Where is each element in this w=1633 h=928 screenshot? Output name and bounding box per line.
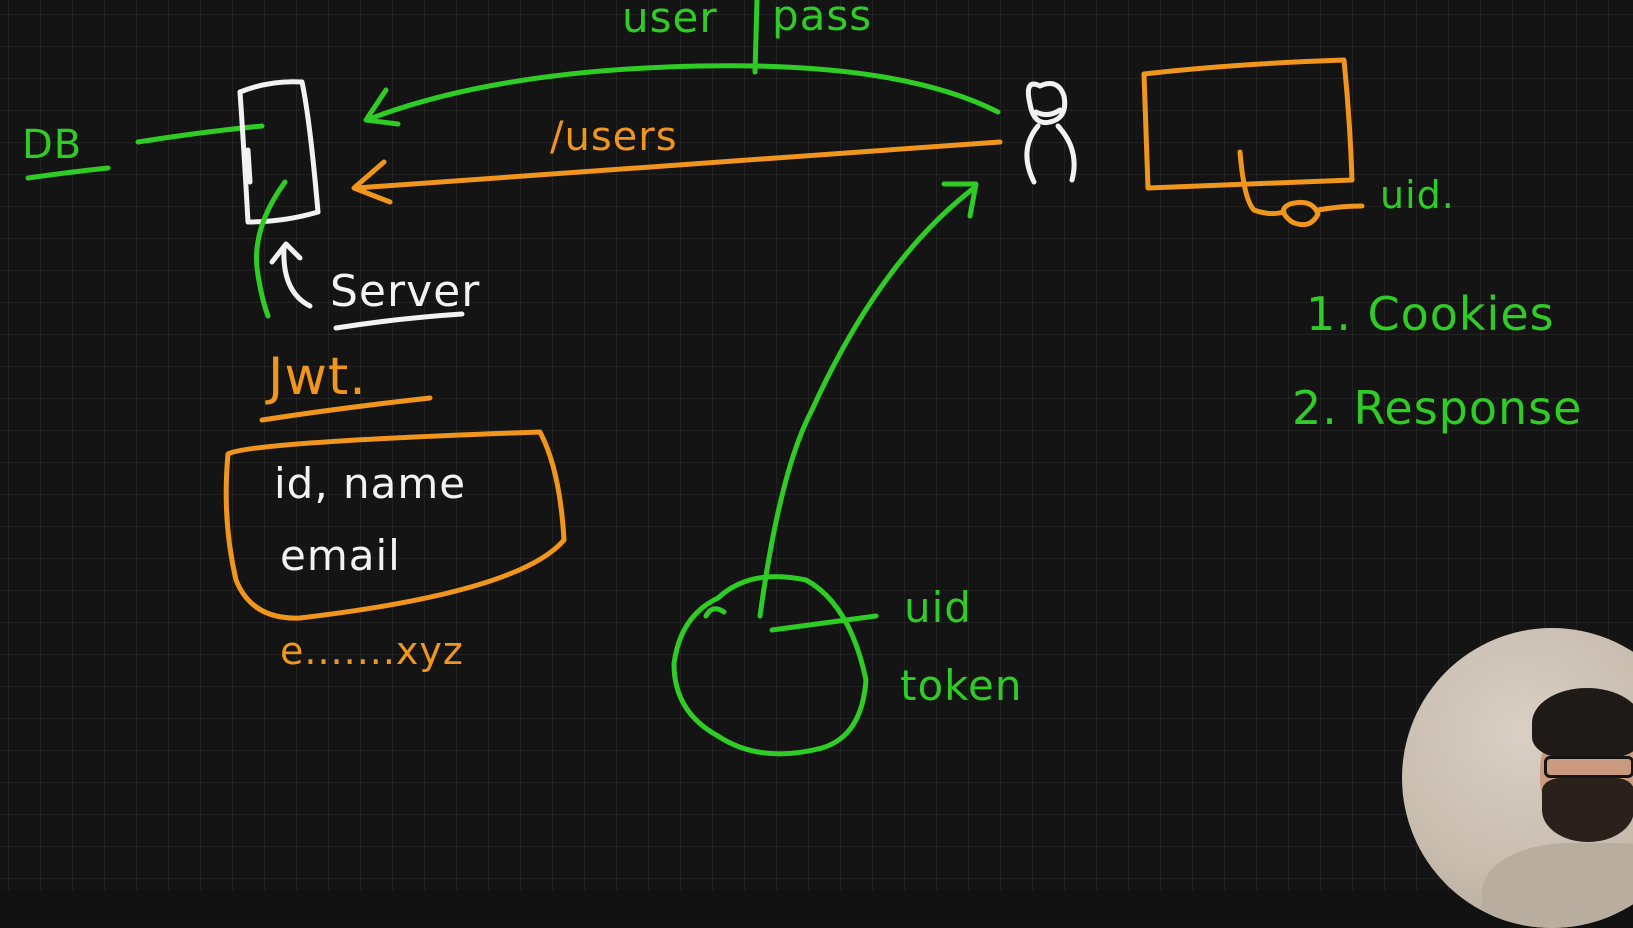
- pass-label: pass: [772, 0, 872, 40]
- server-underline: [333, 311, 465, 331]
- payload-line-2: email: [280, 531, 401, 580]
- user-label: user: [622, 0, 718, 42]
- presenter-body: [1482, 843, 1633, 928]
- uid-pointer-line: [769, 613, 879, 633]
- option-cookies: 1. Cookies: [1306, 287, 1555, 341]
- db-label: DB: [22, 122, 82, 168]
- diagram-svg: DB Server user pass /users: [22, 0, 1582, 757]
- db-connector-line: [135, 123, 265, 145]
- storage-connector: [1237, 149, 1287, 217]
- server-label: Server: [330, 266, 480, 317]
- payload-line-1: id, name: [274, 459, 466, 508]
- presenter-webcam-overlay: [1402, 628, 1633, 928]
- presenter-hair: [1532, 688, 1633, 758]
- users-request-arrow: [353, 139, 1003, 191]
- users-route-label: /users: [550, 114, 678, 160]
- jwt-label: Jwt.: [265, 347, 367, 407]
- server-box-icon: [237, 79, 321, 225]
- login-arrow: [369, 63, 1001, 121]
- server-green-stroke: [254, 179, 288, 319]
- key-icon: [1281, 199, 1365, 228]
- token-sample: e.......xyz: [280, 629, 464, 673]
- browser-window-icon: [1141, 57, 1355, 191]
- presenter-beard: [1542, 778, 1633, 842]
- person-icon: [1024, 81, 1077, 185]
- presenter-glasses: [1544, 756, 1633, 778]
- uid-storage-label: uid.: [1380, 173, 1455, 217]
- jwt-underline: [259, 395, 433, 423]
- user-pass-divider: [752, 0, 760, 75]
- cloud-blob-icon: [671, 574, 869, 757]
- db-underline: [25, 165, 111, 181]
- option-response: 2. Response: [1292, 381, 1582, 435]
- token-label: token: [900, 661, 1022, 710]
- uid-label: uid: [904, 583, 972, 632]
- server-arrow: [281, 245, 313, 309]
- token-arrow: [757, 185, 977, 619]
- jwt-payload-box: [223, 429, 567, 621]
